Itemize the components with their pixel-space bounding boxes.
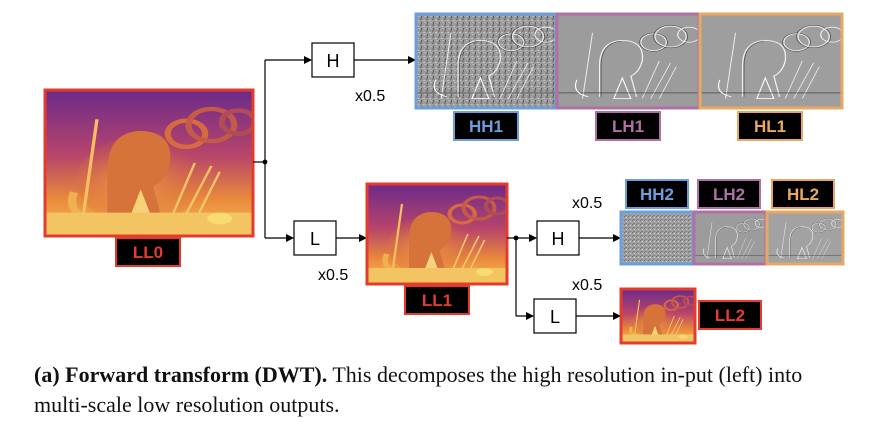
hh2-image <box>619 210 695 266</box>
split-connector-2 <box>507 234 537 320</box>
svg-text:H: H <box>327 51 340 71</box>
figure-caption: (a) Forward transform (DWT). This decomp… <box>34 360 854 420</box>
svg-text:HL2: HL2 <box>787 185 819 204</box>
svg-text:L: L <box>550 307 560 327</box>
lh2-image <box>692 210 768 266</box>
hh1-label: HH1 <box>453 111 519 141</box>
hl2-image <box>765 210 845 266</box>
lh1-image <box>555 12 701 110</box>
svg-text:L: L <box>310 229 320 249</box>
hl1-label: HL1 <box>737 111 803 141</box>
dwt-diagram: LL0 H x0.5 HH1 LH1 HL1 <box>43 12 845 345</box>
low-pass-filter-1: L <box>293 220 337 256</box>
ll0-label: LL0 <box>115 237 181 267</box>
svg-text:LL0: LL0 <box>133 243 163 262</box>
low-pass-filter-2: L <box>533 298 577 334</box>
svg-text:H: H <box>552 229 565 249</box>
high-pass-filter-1: H <box>311 42 355 78</box>
scale-l2: x0.5 <box>572 277 602 294</box>
split-connector-1 <box>253 56 312 242</box>
lh1-label: LH1 <box>595 111 661 141</box>
svg-text:LH2: LH2 <box>713 185 745 204</box>
lh2-label: LH2 <box>697 179 761 209</box>
ll2-image <box>619 287 697 345</box>
caption-title: (a) Forward transform (DWT). <box>34 362 328 387</box>
ll0-image <box>43 88 255 238</box>
hh1-image <box>414 12 558 110</box>
svg-text:LL1: LL1 <box>422 291 452 310</box>
scale-h1: x0.5 <box>355 88 385 105</box>
scale-h2: x0.5 <box>572 195 602 212</box>
hl1-image <box>698 12 844 110</box>
svg-text:LH1: LH1 <box>612 117 644 136</box>
ll1-image <box>365 182 509 286</box>
ll1-label: LL1 <box>404 285 470 315</box>
high-pass-filter-2: H <box>536 220 580 256</box>
ll2-label: LL2 <box>698 300 762 330</box>
scale-l1: x0.5 <box>318 267 348 284</box>
hl2-label: HL2 <box>771 179 835 209</box>
svg-text:HH1: HH1 <box>469 117 503 136</box>
hh2-label: HH2 <box>625 179 689 209</box>
svg-text:LL2: LL2 <box>715 306 745 325</box>
svg-text:HH2: HH2 <box>640 185 674 204</box>
caption-text: This decomposes the high resolution in-p… <box>34 362 803 417</box>
svg-text:HL1: HL1 <box>754 117 786 136</box>
